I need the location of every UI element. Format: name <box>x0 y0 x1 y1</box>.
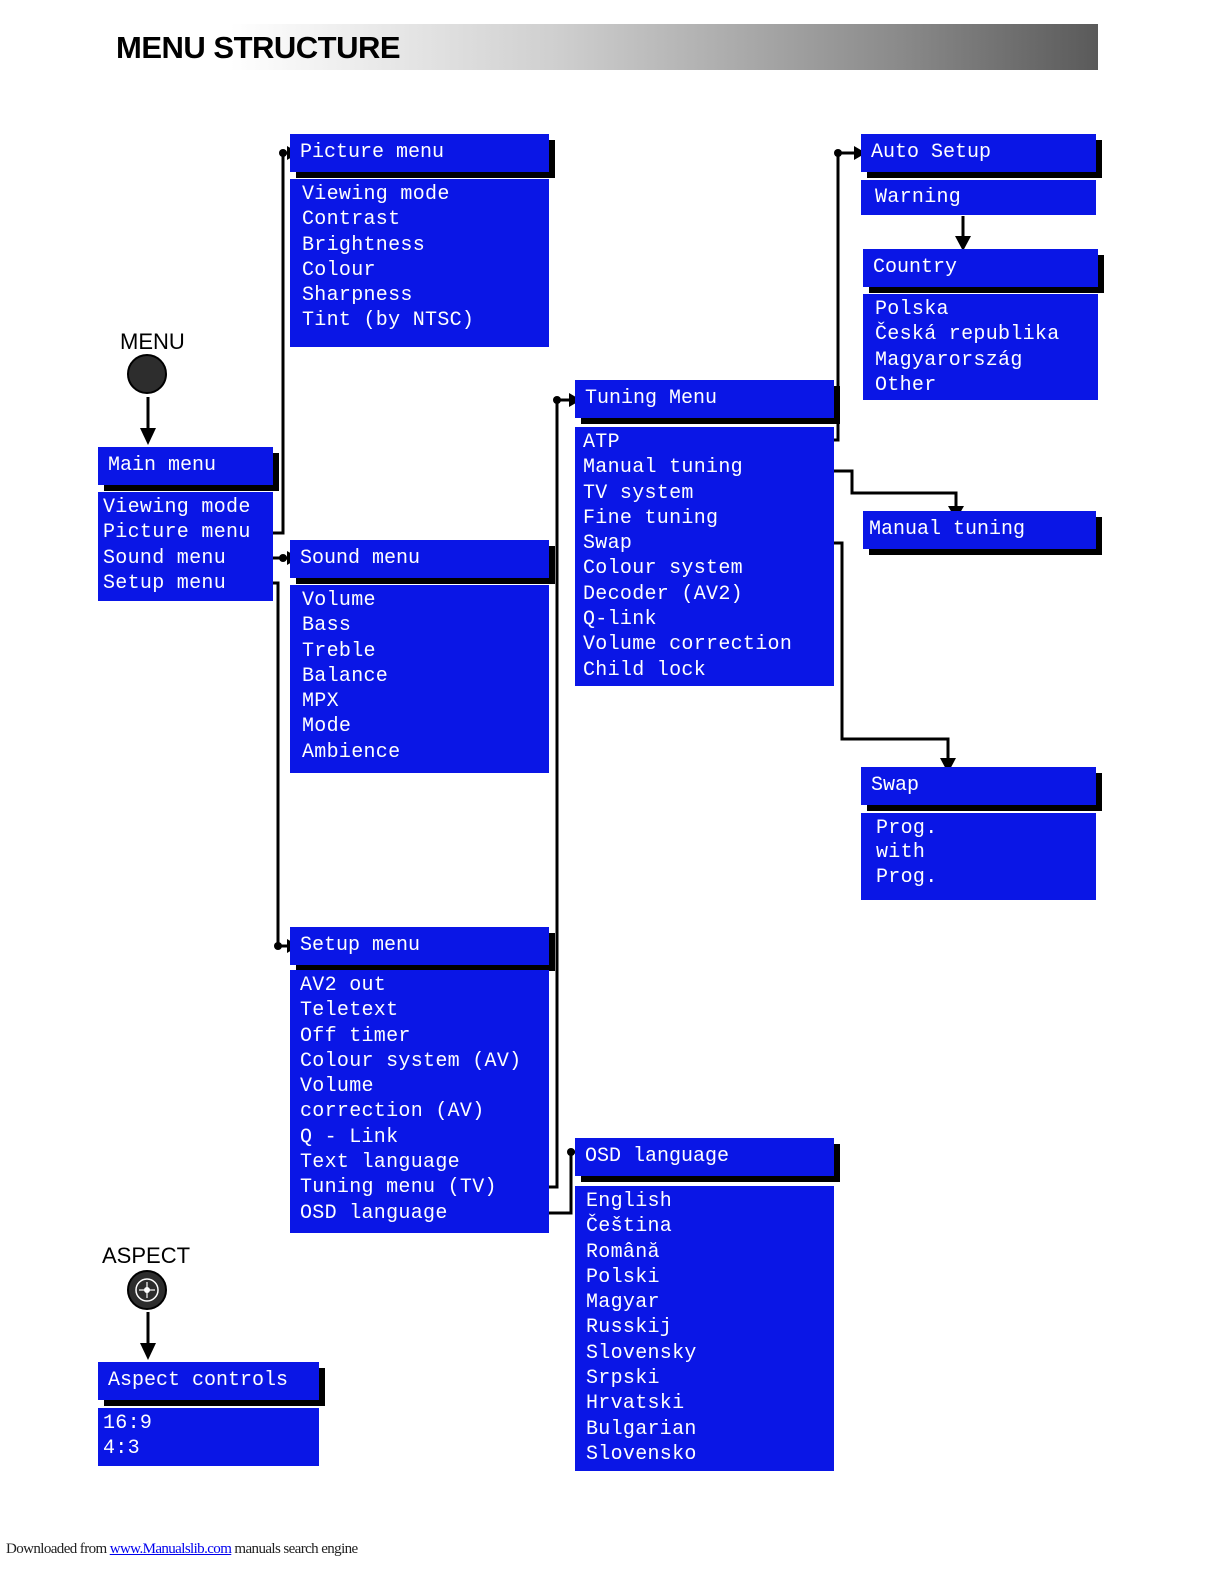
country-item[interactable]: Polska <box>875 298 949 321</box>
setup-menu-item[interactable]: Colour system (AV) <box>300 1049 522 1073</box>
osd-language-item[interactable]: Čeština <box>586 1215 673 1239</box>
tuning-menu-item[interactable]: Q-link <box>583 608 657 632</box>
sound-menu-item[interactable]: Mode <box>302 715 352 739</box>
swap-header: Swap <box>861 767 1096 805</box>
main-menu-item[interactable]: Picture menu <box>103 521 251 545</box>
sound-menu-list: Volume Bass Treble Balance MPX Mode Ambi… <box>290 585 549 773</box>
osd-language-item[interactable]: Russkij <box>586 1316 673 1340</box>
main-menu-item[interactable]: Viewing mode <box>103 496 251 519</box>
osd-language-item[interactable]: Slovensky <box>586 1341 697 1365</box>
setup-menu-list: AV2 out Teletext Off timer Colour system… <box>290 970 549 1233</box>
tuning-menu-item[interactable]: Child lock <box>583 658 707 682</box>
auto-setup-header: Auto Setup <box>861 134 1096 172</box>
osd-language-item[interactable]: Bulgarian <box>586 1417 697 1441</box>
menu-button-label: MENU <box>120 329 185 354</box>
country-item[interactable]: Magyarország <box>875 348 1023 372</box>
setup-menu-item[interactable]: Text language <box>300 1151 460 1175</box>
manual-tuning-header: Manual tuning <box>863 511 1096 549</box>
setup-menu-item[interactable]: correction (AV) <box>300 1100 485 1124</box>
picture-menu-item[interactable]: Colour <box>302 258 376 282</box>
tuning-menu-list: ATP Manual tuning TV system Fine tuning … <box>575 427 834 686</box>
setup-menu-item[interactable]: Volume <box>300 1075 374 1099</box>
main-menu-list: Viewing mode Picture menu Sound menu Set… <box>98 492 273 601</box>
main-menu-header: Main menu <box>98 447 273 485</box>
setup-menu-item[interactable]: Tuning menu (TV) <box>300 1176 497 1200</box>
osd-language-item[interactable]: Magyar <box>586 1291 660 1315</box>
aspect-controls-list: 16:9 4:3 <box>98 1408 319 1466</box>
osd-language-item[interactable]: Română <box>586 1240 660 1264</box>
footer-suffix: manuals search engine <box>231 1541 358 1557</box>
picture-menu-item[interactable]: Brightness <box>302 233 426 257</box>
picture-menu-item[interactable]: Tint (by NTSC) <box>302 309 475 333</box>
osd-language-item[interactable]: English <box>586 1190 673 1213</box>
swap-item[interactable]: Prog. <box>876 817 938 840</box>
footer-prefix: Downloaded from <box>6 1541 110 1557</box>
sound-menu-item[interactable]: Volume <box>302 589 376 612</box>
tuning-menu-item[interactable]: Swap <box>583 532 633 556</box>
osd-language-item[interactable]: Hrvatski <box>586 1392 685 1416</box>
picture-menu-header: Picture menu <box>290 134 549 172</box>
tuning-menu-item[interactable]: ATP <box>583 431 620 454</box>
osd-language-header: OSD language <box>575 1138 834 1176</box>
setup-menu-header: Setup menu <box>290 927 549 965</box>
round-button-icon[interactable] <box>127 354 167 394</box>
aspect-dial-icon[interactable] <box>127 1270 167 1310</box>
sound-menu-header: Sound menu <box>290 540 549 578</box>
aspect-controls-header: Aspect controls <box>98 1362 319 1400</box>
picture-menu-list: Viewing mode Contrast Brightness Colour … <box>290 179 549 347</box>
tuning-menu-item[interactable]: Manual tuning <box>583 456 743 480</box>
sound-menu-item[interactable]: Treble <box>302 639 376 663</box>
footer-link[interactable]: www.Manualslib.com <box>109 1541 232 1557</box>
osd-language-item[interactable]: Srpski <box>586 1367 660 1391</box>
sound-menu-item[interactable]: Ambience <box>302 740 401 764</box>
sound-menu-item[interactable]: MPX <box>302 690 339 714</box>
footer-note: Downloaded from www.Manualslib.com manua… <box>6 1541 358 1558</box>
country-item[interactable]: Česká republika <box>875 323 1060 347</box>
page-title: MENU STRUCTURE <box>116 30 401 65</box>
warning-box: Warning <box>861 180 1096 215</box>
osd-language-item[interactable]: Slovensko <box>586 1442 697 1466</box>
swap-item[interactable]: Prog. <box>876 866 938 890</box>
tuning-menu-item[interactable]: Volume correction <box>583 633 793 657</box>
main-menu-item[interactable]: Setup menu <box>103 571 227 595</box>
setup-menu-item[interactable]: OSD language <box>300 1201 448 1225</box>
aspect-controls-item[interactable]: 4:3 <box>103 1437 140 1461</box>
swap-list: Prog. with Prog. <box>861 813 1096 900</box>
aspect-button-label: ASPECT <box>102 1243 191 1268</box>
osd-language-item[interactable]: Polski <box>586 1265 660 1289</box>
title-banner <box>112 24 1098 70</box>
picture-menu-item[interactable]: Sharpness <box>302 284 413 308</box>
country-list: Polska Česká republika Magyarország Othe… <box>863 294 1098 400</box>
warning-label[interactable]: Warning <box>875 186 962 209</box>
country-header: Country <box>863 249 1098 287</box>
swap-item[interactable]: with <box>876 841 926 865</box>
picture-menu-item[interactable]: Viewing mode <box>302 183 450 206</box>
tuning-menu-header: Tuning Menu <box>575 380 834 418</box>
setup-menu-item[interactable]: Off timer <box>300 1024 411 1048</box>
tuning-menu-item[interactable]: Colour system <box>583 557 743 581</box>
picture-menu-item[interactable]: Contrast <box>302 208 401 232</box>
setup-menu-item[interactable]: Teletext <box>300 999 399 1023</box>
osd-language-list: English Čeština Română Polski Magyar Rus… <box>575 1186 834 1471</box>
sound-menu-item[interactable]: Bass <box>302 614 352 638</box>
sound-menu-item[interactable]: Balance <box>302 664 389 688</box>
aspect-controls-item[interactable]: 16:9 <box>103 1412 153 1435</box>
setup-menu-item[interactable]: AV2 out <box>300 974 387 997</box>
main-menu-item[interactable]: Sound menu <box>103 546 227 570</box>
tuning-menu-item[interactable]: Fine tuning <box>583 506 719 530</box>
setup-menu-item[interactable]: Q - Link <box>300 1125 399 1149</box>
tuning-menu-item[interactable]: TV system <box>583 481 694 505</box>
tuning-menu-item[interactable]: Decoder (AV2) <box>583 582 743 606</box>
country-item[interactable]: Other <box>875 373 937 397</box>
